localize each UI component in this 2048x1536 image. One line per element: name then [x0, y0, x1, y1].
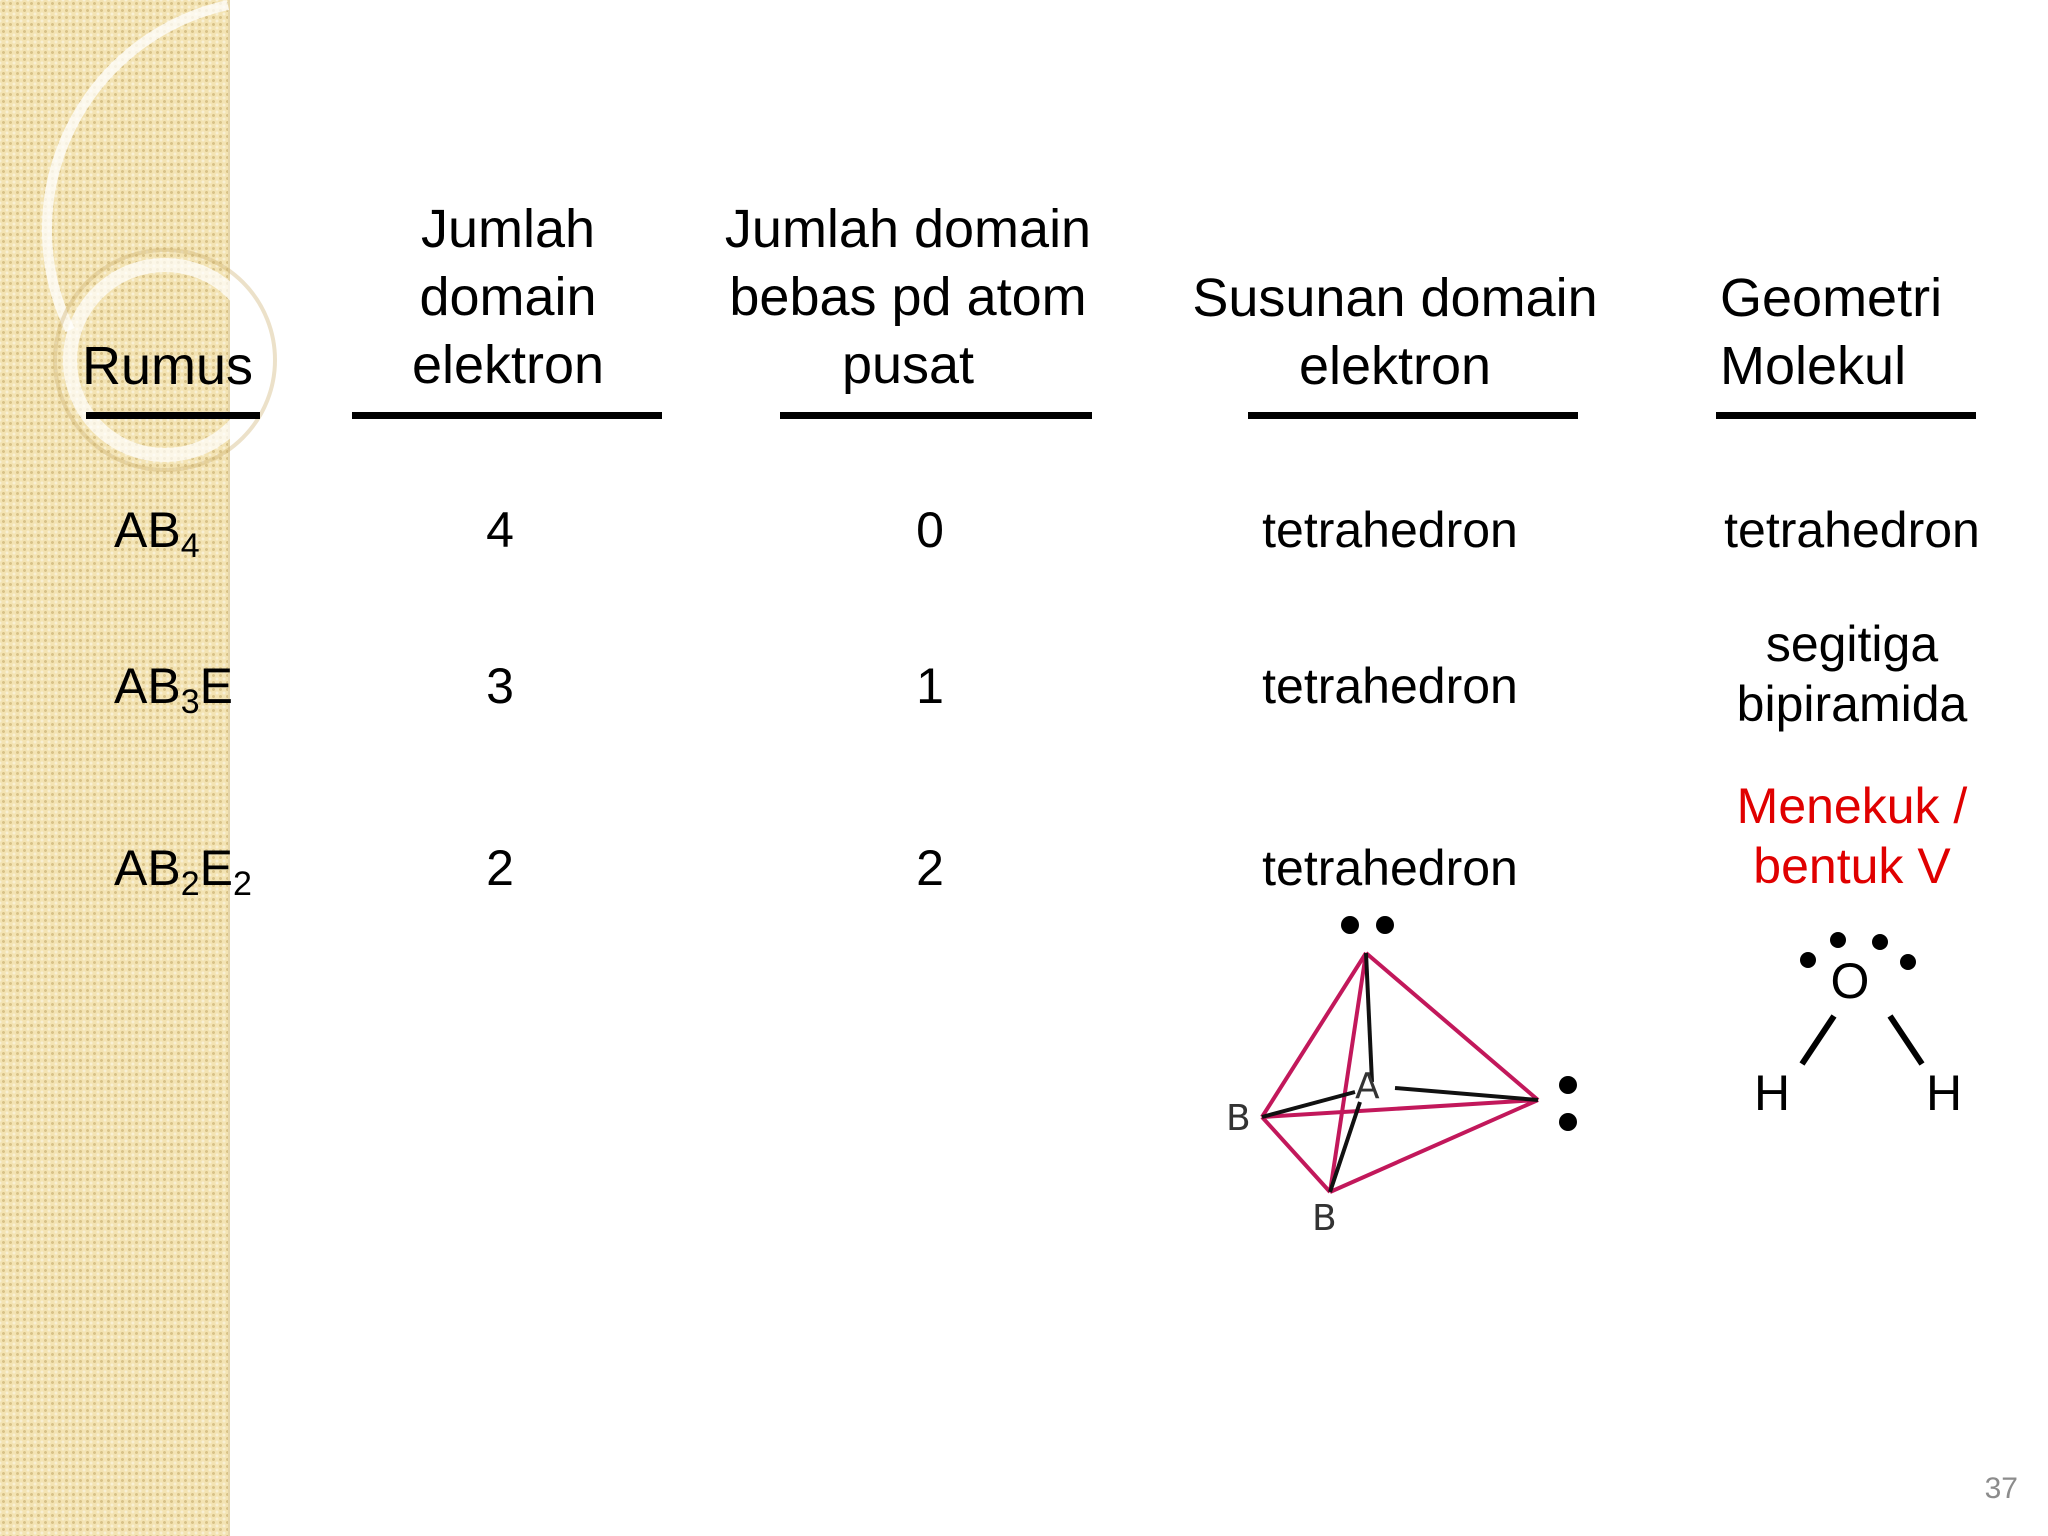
edge-top-left	[1260, 951, 1368, 1119]
row2-free-domain: 1	[916, 658, 944, 714]
row2-geometry-line2: bipiramida	[1736, 676, 1968, 732]
page-number: 37	[1984, 1472, 2018, 1505]
underline-bebas	[780, 412, 1092, 419]
row3-geometry-line1: Menekuk /	[1736, 778, 1968, 834]
tetra-center-label: A	[1355, 1066, 1380, 1107]
underline-susunan	[1248, 412, 1578, 419]
edge-left-bottom	[1260, 1115, 1332, 1194]
lone-pair-dot	[1341, 916, 1359, 934]
tetrahedron-edges	[1260, 951, 1540, 1194]
header-bebas-line3: pusat	[841, 335, 975, 395]
header-susunan-line2: elektron	[1298, 336, 1492, 396]
row3-free-domain: 2	[916, 840, 944, 896]
row2-geometry-line1: segitiga	[1765, 616, 1939, 672]
row1-arrangement: tetrahedron	[1262, 502, 1518, 558]
row2-arrangement: tetrahedron	[1262, 658, 1518, 714]
water-lone-pairs	[1800, 932, 1916, 970]
lone-pair-dot	[1800, 952, 1816, 968]
header-bebas-line1: Jumlah domain	[724, 199, 1092, 259]
underline-jumlah	[352, 412, 662, 419]
row2-geometry: segitiga bipiramida	[1737, 614, 1968, 734]
row3-formula-sub2: 2	[232, 865, 252, 903]
row1-geometry-line1: tetrahedron	[1724, 502, 1980, 558]
row2-formula-sub1: 3	[180, 683, 200, 721]
row3-formula-base: AB	[114, 840, 181, 896]
tetra-lone-pair-right	[1559, 1076, 1577, 1131]
row2-formula-mid: E	[199, 658, 233, 714]
row3-geometry: Menekuk / bentuk V	[1737, 776, 1968, 896]
tetra-b2-label: B	[1312, 1198, 1337, 1239]
header-susunan-line1: Susunan domain	[1192, 268, 1598, 328]
header-rumus-text: Rumus	[82, 336, 254, 396]
row1-geometry: tetrahedron	[1724, 500, 1980, 560]
tetra-lone-pair-top	[1341, 916, 1394, 934]
lone-pair-dot	[1872, 934, 1888, 950]
bond-a-right	[1394, 1086, 1539, 1102]
header-geometri-line1: Geometri	[1720, 268, 1943, 328]
underline-geometri	[1716, 412, 1976, 419]
water-h2-label: H	[1926, 1065, 1962, 1121]
lone-pair-dot	[1376, 916, 1394, 934]
row3-geometry-line2: bentuk V	[1753, 838, 1951, 894]
bond-a-bottom	[1328, 1101, 1362, 1193]
bond-o-h-left	[1799, 1014, 1837, 1066]
water-h1-label: H	[1754, 1065, 1790, 1121]
lone-pair-dot	[1900, 954, 1916, 970]
header-jumlah-domain-elektron: Jumlah domain elektron	[352, 195, 664, 399]
row2-formula-base: AB	[114, 658, 181, 714]
edge-top-bottom	[1328, 952, 1368, 1193]
water-oxygen-label: O	[1831, 953, 1870, 1009]
lone-pair-dot	[1830, 932, 1846, 948]
header-jumlah-line2: domain	[419, 267, 597, 327]
header-geometri: Geometri Molekul	[1720, 264, 1942, 400]
lone-pair-dot	[1559, 1076, 1577, 1094]
row1-free-domain: 0	[916, 502, 944, 558]
tetrahedron-bonds	[1261, 952, 1539, 1193]
bond-o-h-right	[1887, 1014, 1925, 1066]
row3-formula-sub1: 2	[180, 865, 200, 903]
row1-domain-count: 4	[486, 502, 514, 558]
header-jumlah-domain-bebas: Jumlah domain bebas pd atom pusat	[688, 195, 1128, 399]
bond-a-left	[1261, 1090, 1356, 1119]
tetra-b1-label: B	[1226, 1098, 1251, 1139]
bond-a-top	[1364, 952, 1374, 1083]
row2-domain-count: 3	[486, 658, 514, 714]
row3-domain-count: 2	[486, 840, 514, 896]
edge-top-right	[1364, 951, 1540, 1102]
row3-formula-mid: E	[199, 840, 233, 896]
header-bebas-line2: bebas pd atom	[729, 267, 1087, 327]
header-rumus: Rumus	[82, 332, 253, 400]
header-geometri-line2: Molekul	[1720, 336, 1907, 396]
header-susunan-domain: Susunan domain elektron	[1170, 264, 1620, 400]
edge-left-right	[1261, 1098, 1539, 1119]
row3-formula: AB2E2	[114, 838, 252, 901]
header-jumlah-line3: elektron	[411, 335, 605, 395]
header-jumlah-line1: Jumlah	[420, 199, 596, 259]
row2-formula: AB3E	[114, 656, 233, 719]
underline-rumus	[86, 412, 260, 419]
row1-formula: AB4	[114, 500, 200, 563]
row3-arrangement: tetrahedron	[1262, 840, 1518, 896]
row1-formula-sub1: 4	[180, 527, 200, 565]
water-bonds	[1799, 1014, 1925, 1066]
row1-formula-base: AB	[114, 502, 181, 558]
lone-pair-dot	[1559, 1113, 1577, 1131]
edge-bottom-right	[1329, 1098, 1539, 1194]
